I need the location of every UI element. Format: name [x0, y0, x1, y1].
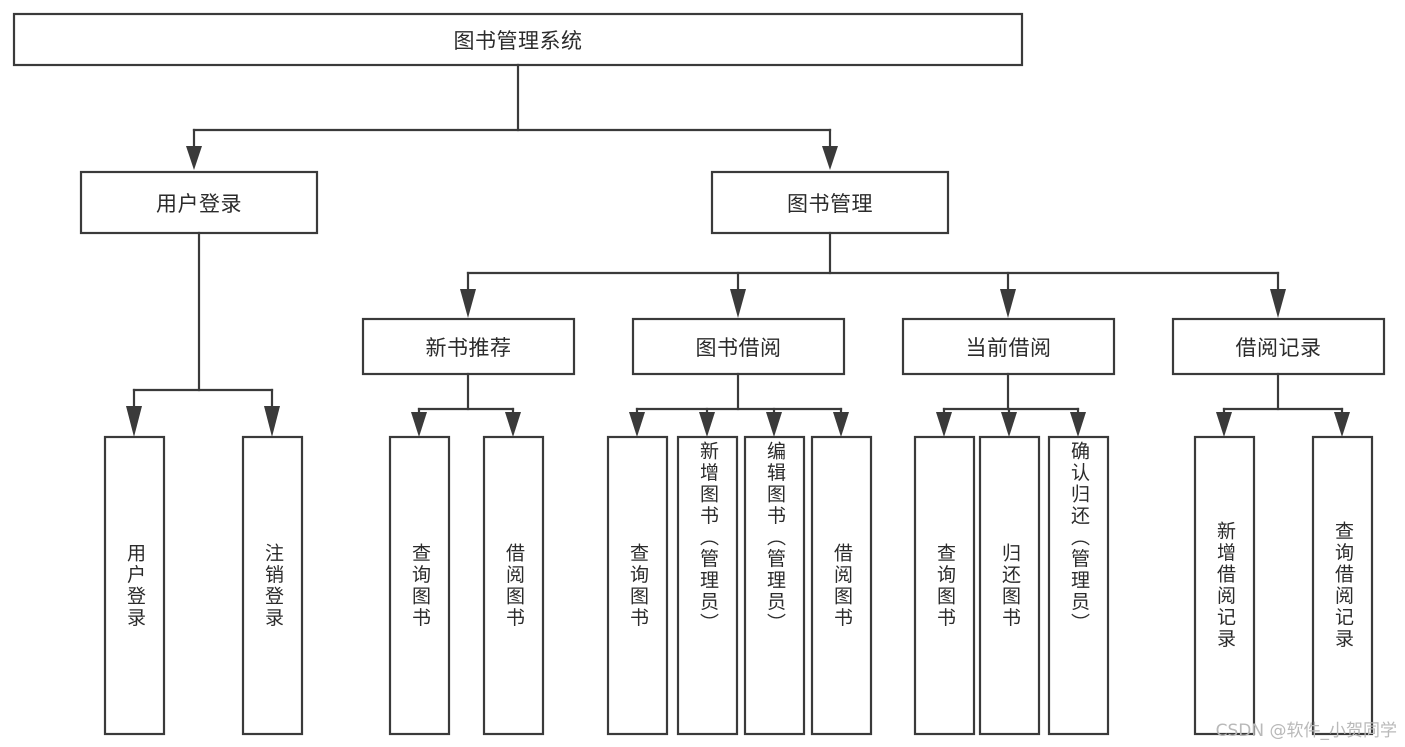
leafbox-current-borrow-0[interactable] — [913, 435, 976, 736]
arrowhead-book-borrow-leaf-2 — [699, 412, 715, 437]
node-root-system[interactable] — [12, 12, 1024, 67]
arrowhead-book-borrow-leaf-3 — [766, 412, 782, 437]
arrowhead-borrow-record-leaf-1 — [1216, 412, 1232, 437]
node-book-borrow[interactable] — [631, 317, 846, 376]
leafbox-new-book-0[interactable] — [388, 435, 451, 736]
arrowhead-to-user-login — [186, 146, 202, 170]
arrowhead-to-current-borrow — [1000, 289, 1016, 318]
leafbox-current-borrow-2[interactable] — [1047, 435, 1110, 736]
leafbox-user-login-0[interactable] — [103, 435, 166, 736]
arrowhead-new-book-leaf-1 — [411, 412, 427, 437]
leafbox-book-borrow-2[interactable] — [743, 435, 806, 736]
leafbox-book-borrow-0[interactable] — [606, 435, 669, 736]
arrowhead-book-borrow-leaf-4 — [833, 412, 849, 437]
arrowhead-to-book-borrow — [730, 289, 746, 318]
node-borrow-record[interactable] — [1171, 317, 1386, 376]
arrowhead-to-book-mgmt — [822, 146, 838, 170]
node-book-management[interactable] — [710, 170, 950, 235]
leafbox-new-book-1[interactable] — [482, 435, 545, 736]
node-user-login[interactable] — [79, 170, 319, 235]
arrowhead-current-borrow-leaf-1 — [936, 412, 952, 437]
arrowhead-current-borrow-leaf-3 — [1070, 412, 1086, 437]
arrowhead-to-new-book — [460, 289, 476, 318]
arrowhead-to-borrow-record — [1270, 289, 1286, 318]
leafbox-borrow-record-1[interactable] — [1311, 435, 1374, 736]
arrowhead-user-login-leaf-2 — [264, 406, 280, 437]
arrowhead-book-borrow-leaf-1 — [629, 412, 645, 437]
node-new-book-recommend[interactable] — [361, 317, 576, 376]
arrowhead-user-login-leaf-1 — [126, 406, 142, 437]
leafbox-user-login-1[interactable] — [241, 435, 304, 736]
arrowhead-new-book-leaf-2 — [505, 412, 521, 437]
node-current-borrow[interactable] — [901, 317, 1116, 376]
arrowhead-current-borrow-leaf-2 — [1001, 412, 1017, 437]
leafbox-book-borrow-3[interactable] — [810, 435, 873, 736]
leafbox-current-borrow-1[interactable] — [978, 435, 1041, 736]
leafbox-borrow-record-0[interactable] — [1193, 435, 1256, 736]
arrowhead-borrow-record-leaf-2 — [1334, 412, 1350, 437]
leafbox-book-borrow-1[interactable] — [676, 435, 739, 736]
